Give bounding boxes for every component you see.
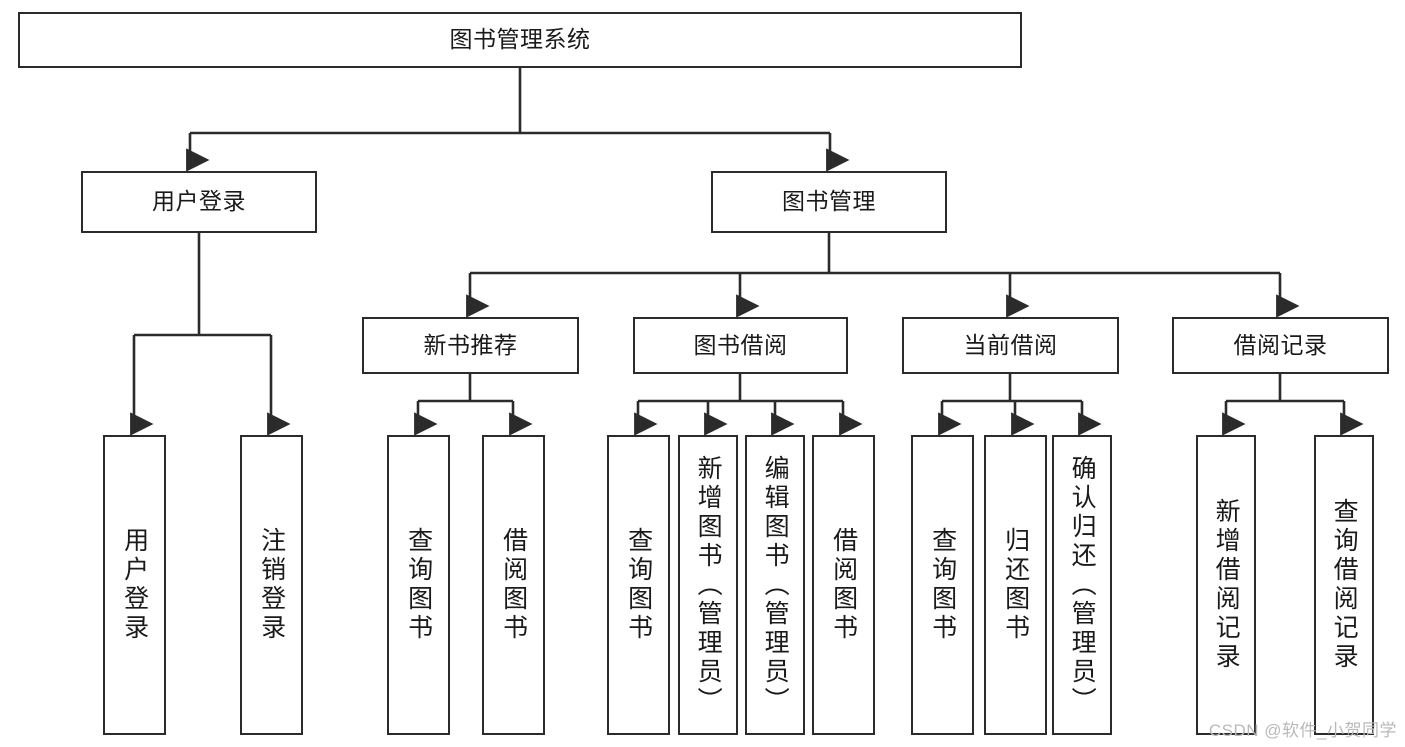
node-current-borrow-label: 当前借阅	[963, 331, 1058, 358]
node-leaf-borrow-book-new[interactable]: 借阅图书	[482, 435, 545, 735]
node-leaf-borrow-book[interactable]: 借阅图书	[812, 435, 875, 735]
node-leaf-edit-book-admin[interactable]: 编辑图书（管理员）	[745, 435, 805, 735]
node-book-borrow[interactable]: 图书借阅	[633, 317, 848, 374]
node-leaf-borrow-book-new-label: 借阅图书	[499, 527, 528, 643]
node-borrow-record[interactable]: 借阅记录	[1172, 317, 1389, 374]
node-borrow-record-label: 借阅记录	[1233, 331, 1328, 358]
node-leaf-query-book-new[interactable]: 查询图书	[387, 435, 450, 735]
node-current-borrow[interactable]: 当前借阅	[902, 317, 1119, 374]
node-leaf-query-book-borrow[interactable]: 查询图书	[607, 435, 670, 735]
node-leaf-add-borrow-record-label: 新增借阅记录	[1212, 498, 1241, 672]
csdn-watermark: CSDN @软件_小贺同学	[1208, 721, 1397, 740]
node-book-borrow-label: 图书借阅	[693, 331, 788, 358]
node-leaf-return-book-label: 归还图书	[1001, 527, 1030, 643]
node-leaf-user-login-label: 用户登录	[120, 527, 149, 643]
node-leaf-query-book-current-label: 查询图书	[928, 527, 957, 643]
node-user-login-label: 用户登录	[152, 188, 246, 215]
node-leaf-query-borrow-record[interactable]: 查询借阅记录	[1314, 435, 1374, 735]
node-leaf-logout-label: 注销登录	[257, 527, 286, 643]
node-leaf-logout[interactable]: 注销登录	[240, 435, 303, 735]
node-root[interactable]: 图书管理系统	[18, 12, 1022, 68]
node-leaf-borrow-book-label: 借阅图书	[829, 527, 858, 643]
node-leaf-add-book-admin-label: 新增图书（管理员）	[694, 454, 723, 716]
node-leaf-query-book-current[interactable]: 查询图书	[911, 435, 974, 735]
node-leaf-query-book-borrow-label: 查询图书	[624, 527, 653, 643]
node-leaf-query-borrow-record-label: 查询借阅记录	[1330, 498, 1359, 672]
node-leaf-query-book-new-label: 查询图书	[404, 527, 433, 643]
node-leaf-confirm-return-admin[interactable]: 确认归还（管理员）	[1052, 435, 1112, 735]
node-leaf-user-login[interactable]: 用户登录	[103, 435, 166, 735]
node-new-book-recommend-label: 新书推荐	[423, 331, 518, 358]
node-book-management-label: 图书管理	[782, 188, 876, 215]
node-book-management[interactable]: 图书管理	[711, 171, 947, 233]
node-user-login[interactable]: 用户登录	[81, 171, 317, 233]
node-leaf-return-book[interactable]: 归还图书	[984, 435, 1047, 735]
node-new-book-recommend[interactable]: 新书推荐	[362, 317, 579, 374]
node-leaf-edit-book-admin-label: 编辑图书（管理员）	[761, 454, 790, 716]
node-root-label: 图书管理系统	[449, 26, 591, 53]
node-leaf-add-borrow-record[interactable]: 新增借阅记录	[1196, 435, 1256, 735]
node-leaf-confirm-return-admin-label: 确认归还（管理员）	[1068, 454, 1097, 716]
node-leaf-add-book-admin[interactable]: 新增图书（管理员）	[678, 435, 738, 735]
